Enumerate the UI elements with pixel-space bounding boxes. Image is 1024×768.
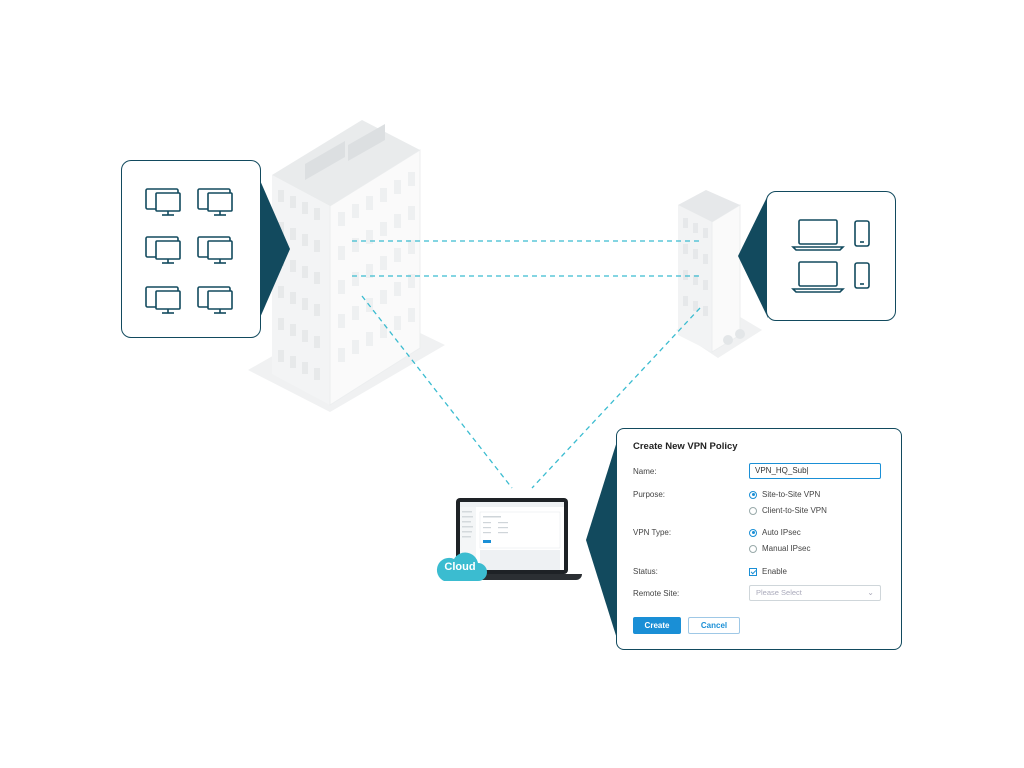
chevron-down-icon: ⌄ [867, 588, 874, 597]
radio-selected-icon [749, 490, 757, 499]
remote-site-placeholder: Please Select [756, 588, 802, 597]
laptop-icon [791, 219, 845, 251]
form-title: Create New VPN Policy [633, 441, 738, 452]
desktop-icon [145, 236, 181, 264]
branch-building [676, 190, 762, 358]
vpn-panel-pointer [586, 438, 618, 642]
status-enable-checkbox[interactable]: Enable [749, 567, 787, 576]
name-label: Name: [633, 467, 657, 476]
vpn-type-label: VPN Type: [633, 528, 672, 537]
vpn-type-option-auto-ipsec[interactable]: Auto IPsec [749, 528, 801, 537]
branch-devices-callout [766, 191, 896, 321]
cloud-label: Cloud [444, 561, 476, 573]
remote-site-label: Remote Site: [633, 589, 680, 598]
purpose-label: Purpose: [633, 490, 666, 499]
vpn-tunnels [352, 240, 701, 489]
status-label: Status: [633, 567, 658, 576]
radio-icon [749, 544, 757, 553]
radio-icon [749, 506, 757, 515]
vpn-policy-form: Create New VPN Policy Name: VPN_HQ_Sub| … [616, 428, 902, 650]
radio-selected-icon [749, 528, 757, 537]
hq-callout-pointer [259, 178, 290, 320]
cloud-badge: Cloud [432, 549, 488, 583]
hq-devices-callout [121, 160, 261, 338]
smartphone-icon [854, 262, 870, 289]
create-button[interactable]: Create [633, 617, 681, 634]
laptop-screen [456, 498, 568, 574]
cancel-button[interactable]: Cancel [688, 617, 740, 634]
status-enable-label: Enable [762, 567, 787, 576]
laptop-icon [791, 261, 845, 293]
smartphone-icon [854, 220, 870, 247]
desktop-icon [145, 286, 181, 314]
name-input[interactable]: VPN_HQ_Sub| [749, 463, 881, 479]
controller-laptop [440, 496, 590, 588]
purpose-option-label: Site-to-Site VPN [762, 490, 821, 499]
vpn-type-option-manual-ipsec[interactable]: Manual IPsec [749, 544, 810, 553]
desktop-icon [145, 188, 181, 216]
remote-site-select[interactable]: Please Select ⌄ [749, 585, 881, 601]
branch-callout-pointer [738, 195, 768, 318]
vpn-type-option-label: Auto IPsec [762, 528, 801, 537]
hq-building [272, 120, 421, 406]
purpose-option-label: Client-to-Site VPN [762, 506, 827, 515]
vpn-type-option-label: Manual IPsec [762, 544, 811, 553]
cloud-icon [436, 552, 487, 581]
desktop-icon [197, 286, 233, 314]
purpose-option-client-to-site[interactable]: Client-to-Site VPN [749, 506, 827, 515]
laptop-base [442, 574, 582, 580]
desktop-icon [197, 188, 233, 216]
purpose-option-site-to-site[interactable]: Site-to-Site VPN [749, 490, 820, 499]
desktop-icon [197, 236, 233, 264]
checkbox-checked-icon [749, 567, 757, 576]
